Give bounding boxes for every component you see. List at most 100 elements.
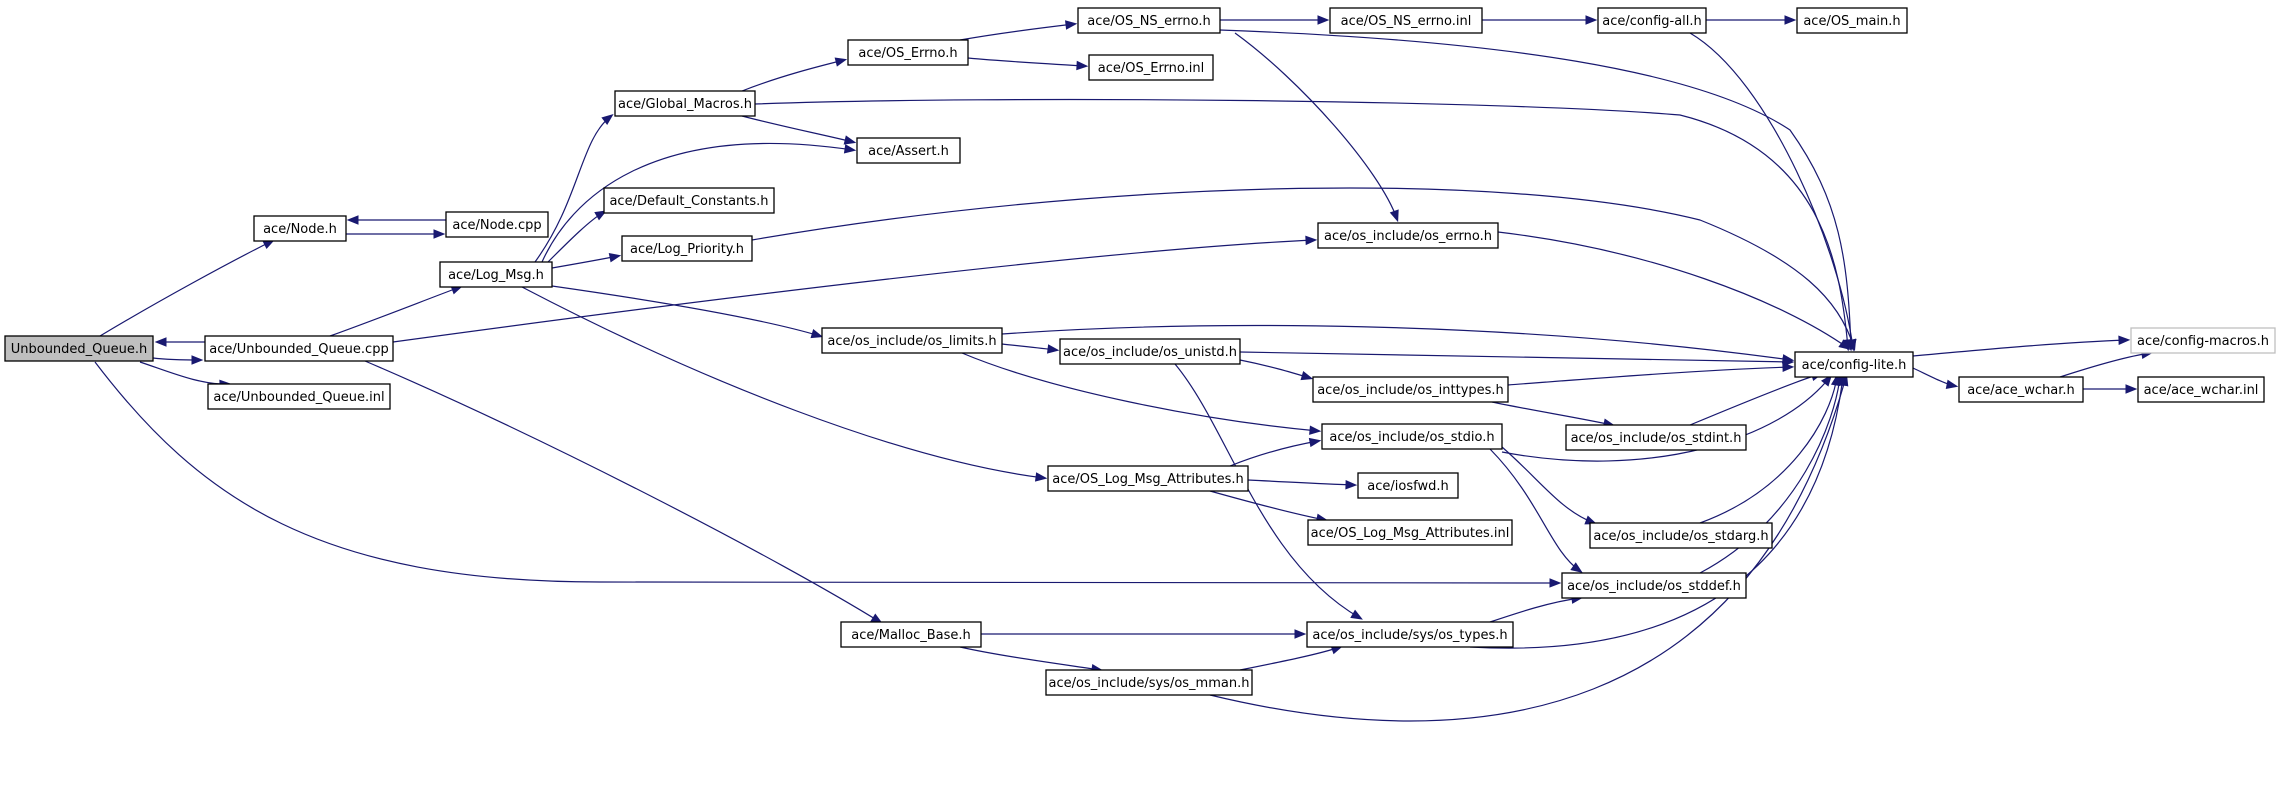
node-os-ns-errno-inl[interactable]: ace/OS_NS_errno.inl [1329,7,1483,34]
edge-log-msg-to-global-macros [534,113,614,263]
edge-ace-wchar-to-ace-wchar-inl [2083,384,2138,394]
edge-uq-cpp-to-uq-h [154,337,206,347]
node-uq-inl[interactable]: ace/Unbounded_Queue.inl [207,383,391,410]
edge-log-msg-to-log-priority [551,253,622,269]
edge-os-limits-to-os-unistd [1001,343,1060,354]
edge-os-stdio-to-os-stddef [1489,448,1583,573]
edge-os-ns-errno-to-config-lite [1219,29,1856,352]
node-label: ace/Malloc_Base.h [851,628,971,643]
node-os-limits[interactable]: ace/os_include/os_limits.h [821,327,1003,354]
node-sys-os-mman[interactable]: ace/os_include/sys/os_mman.h [1045,669,1253,696]
edge-os-unistd-to-os-inttypes [1239,359,1314,381]
node-config-all[interactable]: ace/config-all.h [1597,7,1707,34]
node-os-ns-errno[interactable]: ace/OS_NS_errno.h [1077,7,1221,34]
edge-os-ns-errno-to-os-include-errno [1234,32,1399,223]
node-os-log-msg-attr[interactable]: ace/OS_Log_Msg_Attributes.h [1047,465,1249,492]
edge-os-log-msg-attr-to-os-log-msg-attr-inl [1209,490,1329,523]
node-default-constants[interactable]: ace/Default_Constants.h [603,187,775,214]
node-log-priority[interactable]: ace/Log_Priority.h [621,235,753,262]
node-label: ace/os_include/os_inttypes.h [1317,383,1504,398]
node-os-inttypes[interactable]: ace/os_include/os_inttypes.h [1312,376,1509,403]
edge-os-log-msg-attr-to-os-stdio [1229,437,1322,467]
edge-os-unistd-to-sys-os-types [1174,363,1363,620]
edge-os-ns-errno-inl-to-config-all [1482,15,1598,25]
node-label: ace/os_include/sys/os_types.h [1312,628,1507,643]
node-label: ace/config-lite.h [1802,358,1907,373]
node-label: ace/os_include/os_stdarg.h [1593,529,1768,544]
node-global-macros[interactable]: ace/Global_Macros.h [614,90,756,117]
edges-layer [94,15,2154,722]
node-label: ace/OS_NS_errno.h [1087,14,1211,29]
node-node-h[interactable]: ace/Node.h [253,215,347,242]
edge-global-macros-to-os-errno [741,57,848,92]
node-label: ace/OS_Errno.h [858,46,957,61]
node-label: ace/Node.cpp [452,218,541,233]
edge-log-msg-to-default-constants [547,210,607,263]
node-os-stdint[interactable]: ace/os_include/os_stdint.h [1565,424,1747,451]
node-uq-cpp[interactable]: ace/Unbounded_Queue.cpp [204,335,394,362]
node-label: ace/Unbounded_Queue.inl [213,390,384,405]
node-os-stdio[interactable]: ace/os_include/os_stdio.h [1321,423,1503,450]
edge-sys-os-types-to-config-lite [1469,373,1847,649]
node-label: ace/Assert.h [868,144,949,159]
node-label: ace/Log_Msg.h [448,268,544,283]
edge-config-all-to-config-lite [1689,32,1857,352]
node-os-include-errno[interactable]: ace/os_include/os_errno.h [1317,222,1499,249]
edge-node-cpp-to-node-h [346,215,446,225]
node-label: ace/Log_Priority.h [630,242,744,257]
edge-log-priority-to-config-lite [751,187,1857,352]
edge-malloc-base-to-sys-os-mman [959,646,1104,674]
edge-config-lite-to-config-macros [1912,335,2131,357]
node-label: ace/config-all.h [1602,14,1702,29]
edge-uq-cpp-to-log-msg [329,285,464,337]
node-label: ace/OS_Log_Msg_Attributes.inl [1311,526,1510,541]
node-label: ace/os_include/os_errno.h [1324,229,1492,244]
edge-sys-os-mman-to-sys-os-types [1239,645,1344,671]
node-iosfwd[interactable]: ace/iosfwd.h [1357,472,1459,499]
edge-log-msg-to-os-log-msg-attr [521,286,1048,482]
node-os-main[interactable]: ace/OS_main.h [1796,7,1908,34]
node-label: ace/Unbounded_Queue.cpp [209,342,388,357]
edge-malloc-base-to-sys-os-types [981,629,1307,639]
node-os-unistd[interactable]: ace/os_include/os_unistd.h [1059,338,1241,365]
node-label: ace/OS_Errno.inl [1098,61,1204,76]
node-log-msg[interactable]: ace/Log_Msg.h [439,261,553,288]
edge-uq-cpp-to-malloc-base [364,360,883,624]
node-label: ace/os_include/os_stdio.h [1329,430,1494,445]
node-os-stddef[interactable]: ace/os_include/os_stddef.h [1561,572,1747,599]
node-label: ace/config-macros.h [2137,334,2269,349]
node-config-macros[interactable]: ace/config-macros.h [2130,327,2276,354]
edge-config-all-to-os-main [1706,15,1797,25]
edge-os-stdint-to-config-lite [1689,371,1824,426]
edge-os-include-errno-to-config-lite [1497,231,1851,350]
edge-os-limits-to-os-stdio [961,352,1322,435]
node-os-errno[interactable]: ace/OS_Errno.h [847,39,969,66]
node-malloc-base[interactable]: ace/Malloc_Base.h [840,621,982,648]
node-label: ace/Node.h [263,222,337,237]
edge-node-h-to-node-cpp [346,229,446,239]
edge-os-errno-to-os-ns-errno [959,20,1078,41]
node-label: ace/OS_main.h [1803,14,1900,29]
node-os-log-msg-attr-inl[interactable]: ace/OS_Log_Msg_Attributes.inl [1307,519,1513,546]
node-label: ace/Default_Constants.h [609,194,768,209]
node-label: ace/ace_wchar.h [1967,383,2075,398]
node-ace-wchar[interactable]: ace/ace_wchar.h [1958,376,2084,403]
node-ace-wchar-inl[interactable]: ace/ace_wchar.inl [2137,376,2265,403]
node-assert-h[interactable]: ace/Assert.h [856,137,961,164]
edge-uq-h-to-os-stddef [94,361,1562,588]
node-sys-os-types[interactable]: ace/os_include/sys/os_types.h [1306,621,1514,648]
node-config-lite[interactable]: ace/config-lite.h [1794,351,1914,378]
node-os-errno-inl[interactable]: ace/OS_Errno.inl [1088,54,1214,81]
edge-os-inttypes-to-os-stdint [1491,401,1616,428]
edge-config-lite-to-ace-wchar [1912,367,1959,389]
edge-uq-h-to-uq-cpp [152,355,204,365]
edge-ace-wchar-to-config-macros [2059,349,2154,378]
edge-os-unistd-to-config-lite [1239,351,1795,367]
edge-uq-cpp-to-os-include-errno [392,235,1318,343]
node-uq-h[interactable]: Unbounded_Queue.h [4,335,154,362]
edge-log-msg-to-os-limits [551,285,824,339]
edge-os-errno-to-os-errno-inl [967,57,1089,71]
node-os-stdarg[interactable]: ace/os_include/os_stdarg.h [1589,522,1773,549]
edge-uq-h-to-node-h [99,239,275,337]
node-node-cpp[interactable]: ace/Node.cpp [445,211,549,238]
